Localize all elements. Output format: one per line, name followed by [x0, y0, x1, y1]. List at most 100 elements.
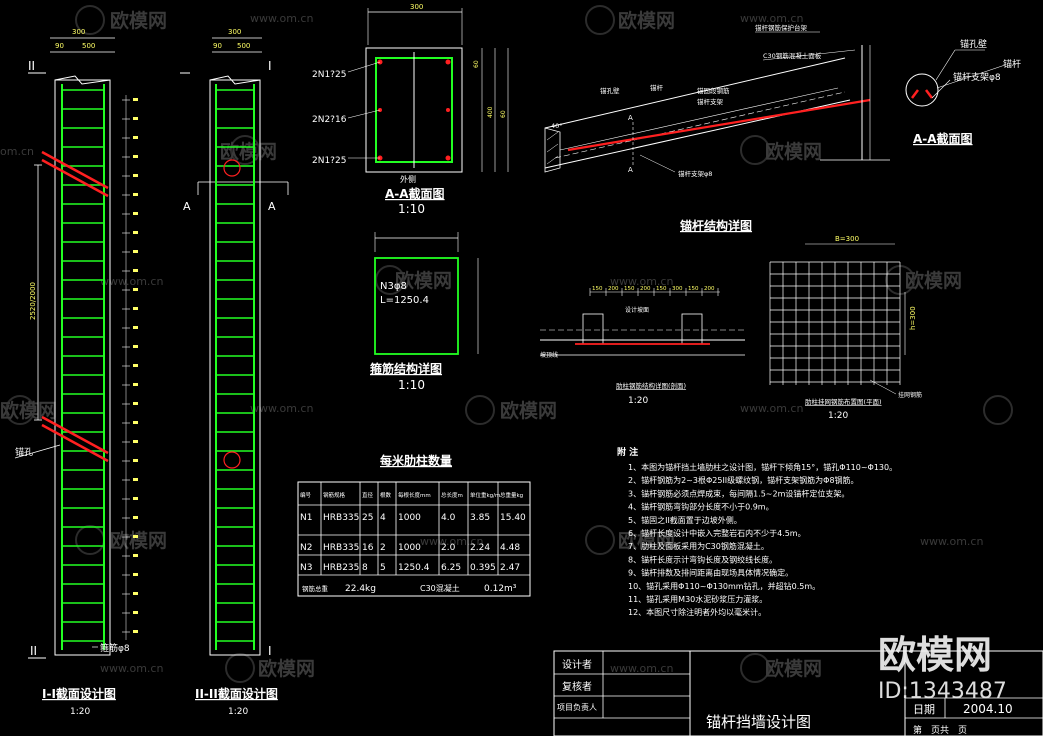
note-item: 3、锚杆钢筋必须点焊成束，每间隔1.5~2m设锚杆定位支架。: [628, 488, 849, 498]
stirrup-detail: N3φ8 L=1250.4 箍筋结构详图 1:10: [369, 232, 479, 392]
anchor-structure-detail: 锚杆钢筋保护台架 C30钢筋混凝土面板 锚杆 锚孔壁 锚固段钢筋 锚杆支架 锚杆…: [544, 23, 890, 233]
table-cell: 1000: [398, 543, 421, 553]
table-cell: HRB235: [323, 563, 359, 573]
table-cell: HRB335: [323, 513, 359, 523]
tick-label-box: [133, 155, 138, 158]
table-cell: 25: [362, 513, 373, 523]
tick-label-box: [133, 402, 138, 405]
dim-top-width: 300: [228, 28, 241, 36]
anchor-detail-title: 锚杆结构详图: [680, 218, 752, 233]
table-cell: 8: [362, 563, 368, 573]
table-cell: 2.47: [500, 563, 520, 573]
anchor-section-mark-a2: A: [628, 166, 633, 174]
tick-label-box: [133, 326, 138, 329]
stirrup-scale: 1:10: [398, 378, 425, 392]
watermark-brand-8: 欧模网: [465, 395, 557, 425]
tick-label-box: [133, 193, 138, 196]
watermark-url: www.om.cn: [610, 275, 673, 288]
table-cell: 2: [380, 543, 386, 553]
watermark-brand: 欧模网: [258, 657, 315, 680]
table-header-7: 总重量kg: [500, 491, 523, 499]
section-ii-title: II-II截面设计图: [195, 686, 278, 701]
dim-anchor-spacing: 2520/2000: [29, 282, 37, 320]
note-item: 8、锚杆长度示计弯钩长度及钢绞线长度。: [628, 554, 777, 564]
anchor-hole-circle: [223, 451, 241, 469]
table-cell: N3: [300, 563, 312, 573]
watermark-brand-9: [983, 395, 1013, 425]
dim-top-core: 500: [82, 42, 95, 50]
stirrup-label: 箍筋φ8: [100, 642, 130, 654]
stirrup-mark: N3φ8: [380, 281, 407, 292]
tick-label-box: [133, 421, 138, 424]
section-i-title: I-I截面设计图: [42, 686, 116, 701]
strip-dim-1: 200: [608, 286, 619, 292]
anchor-hole-label: 锚孔: [15, 446, 33, 458]
rebar-ladder-mid: [215, 84, 255, 650]
anchor-angle: 40°: [551, 122, 563, 130]
mesh-dim-top: B=300: [835, 235, 859, 243]
watermark-url: www.om.cn: [740, 12, 803, 25]
tick-label-box: [133, 497, 138, 500]
mesh-label: 挂网钢筋: [898, 391, 922, 399]
strip-dim-5: 300: [672, 286, 683, 292]
dim-height: 400: [487, 106, 494, 118]
anchor-hole-circle: [223, 159, 241, 177]
drawing-title: 锚杆挡墙设计图: [706, 713, 811, 731]
role-project-lead: 项目负责人: [557, 702, 597, 712]
watermark-brand-2: 欧模网: [585, 5, 675, 35]
anchor-section-bar: 锚杆: [1003, 58, 1021, 70]
tick-label-box: [133, 307, 138, 310]
watermark-brand: 欧模网: [765, 657, 822, 680]
rebar-label-middle: 2N2?16: [312, 115, 347, 125]
note-item: 5、锚固之II截面置于边坡外侧。: [628, 515, 742, 525]
date-value: 2004.10: [963, 702, 1013, 716]
table-cell: 3.85: [470, 513, 490, 523]
watermark-brand-10: 欧模网: [75, 525, 167, 555]
table-cell: 6.25: [441, 563, 461, 573]
anchor-label-support-d8: 锚杆支架φ8: [678, 169, 712, 178]
rebar-ladder-left: [61, 84, 105, 650]
tick-label-box: [133, 592, 138, 595]
watermark-brand: 欧模网: [500, 399, 557, 422]
table-title: 每米肋柱数量: [380, 453, 452, 468]
section-a-a-rebar: 300 2N1?25 2N2?16 2N1?25 外侧 60 400 60 A-…: [312, 3, 509, 216]
watermark-brand-4: 欧模网: [740, 135, 822, 165]
table-cell: 5: [380, 563, 386, 573]
section-mark-bottom: II: [30, 644, 37, 658]
note-item: 1、本图为锚杆挡土墙肋柱之设计图，锚杆下倾角15°，锚孔Φ110~Φ130。: [628, 462, 897, 472]
anchor-label-panel: C30钢筋混凝土面板: [763, 51, 822, 60]
anchor-label-bar: 锚杆: [650, 83, 664, 92]
strip-detail-title: 肋柱钢筋结构详图(剖面): [616, 381, 686, 390]
table-cell: 1000: [398, 513, 421, 523]
anchor-section-title: A-A截面图: [913, 131, 973, 146]
tick-label-box: [133, 630, 138, 633]
mesh-rebar-detail: B=300 h=300 挂网钢筋 肋柱挂网钢筋布置图(平面) 1:20: [769, 235, 922, 421]
note-item: 4、锚杆钢筋弯钩部分长度不小于0.9m。: [628, 502, 774, 512]
anchor-label-bonded: 锚固段钢筋: [697, 86, 730, 95]
stirrup-length: L=1250.4: [380, 295, 429, 306]
watermark-brand-12: 欧模网: [225, 653, 315, 683]
table-footer-weight: 22.4kg: [345, 584, 376, 594]
dim-cover-bottom: 60: [500, 110, 507, 118]
table-header-2: 直径: [362, 491, 374, 499]
mesh-grid: [769, 261, 901, 385]
strip-dim-3: 200: [640, 286, 651, 292]
section-a-right: A: [268, 200, 276, 213]
watermark-url: www.om.cn: [420, 535, 483, 548]
stamp-brand: 欧模网: [878, 633, 992, 677]
table-footer-concrete: C30混凝土: [420, 583, 460, 593]
watermark-url: www.om.cn: [920, 535, 983, 548]
watermark-brand: 欧模网: [395, 269, 452, 292]
notes-list: 1、本图为锚杆挡土墙肋柱之设计图，锚杆下倾角15°，锚孔Φ110~Φ130。2、…: [628, 462, 897, 617]
mesh-detail-scale: 1:20: [828, 411, 848, 421]
section-a-left: A: [183, 200, 191, 213]
dim-top-cover: 90: [55, 42, 64, 50]
table-cell: N1: [300, 513, 312, 523]
strip-detail-scale: 1:20: [628, 396, 648, 406]
table-header-6: 单位重kg/m: [470, 491, 500, 499]
watermark-brand: 欧模网: [0, 399, 57, 422]
table-cell: 1250.4: [398, 563, 430, 573]
anchor-label-guard: 锚杆钢筋保护台架: [755, 23, 808, 32]
watermark-url: www.om.cn: [610, 662, 673, 675]
